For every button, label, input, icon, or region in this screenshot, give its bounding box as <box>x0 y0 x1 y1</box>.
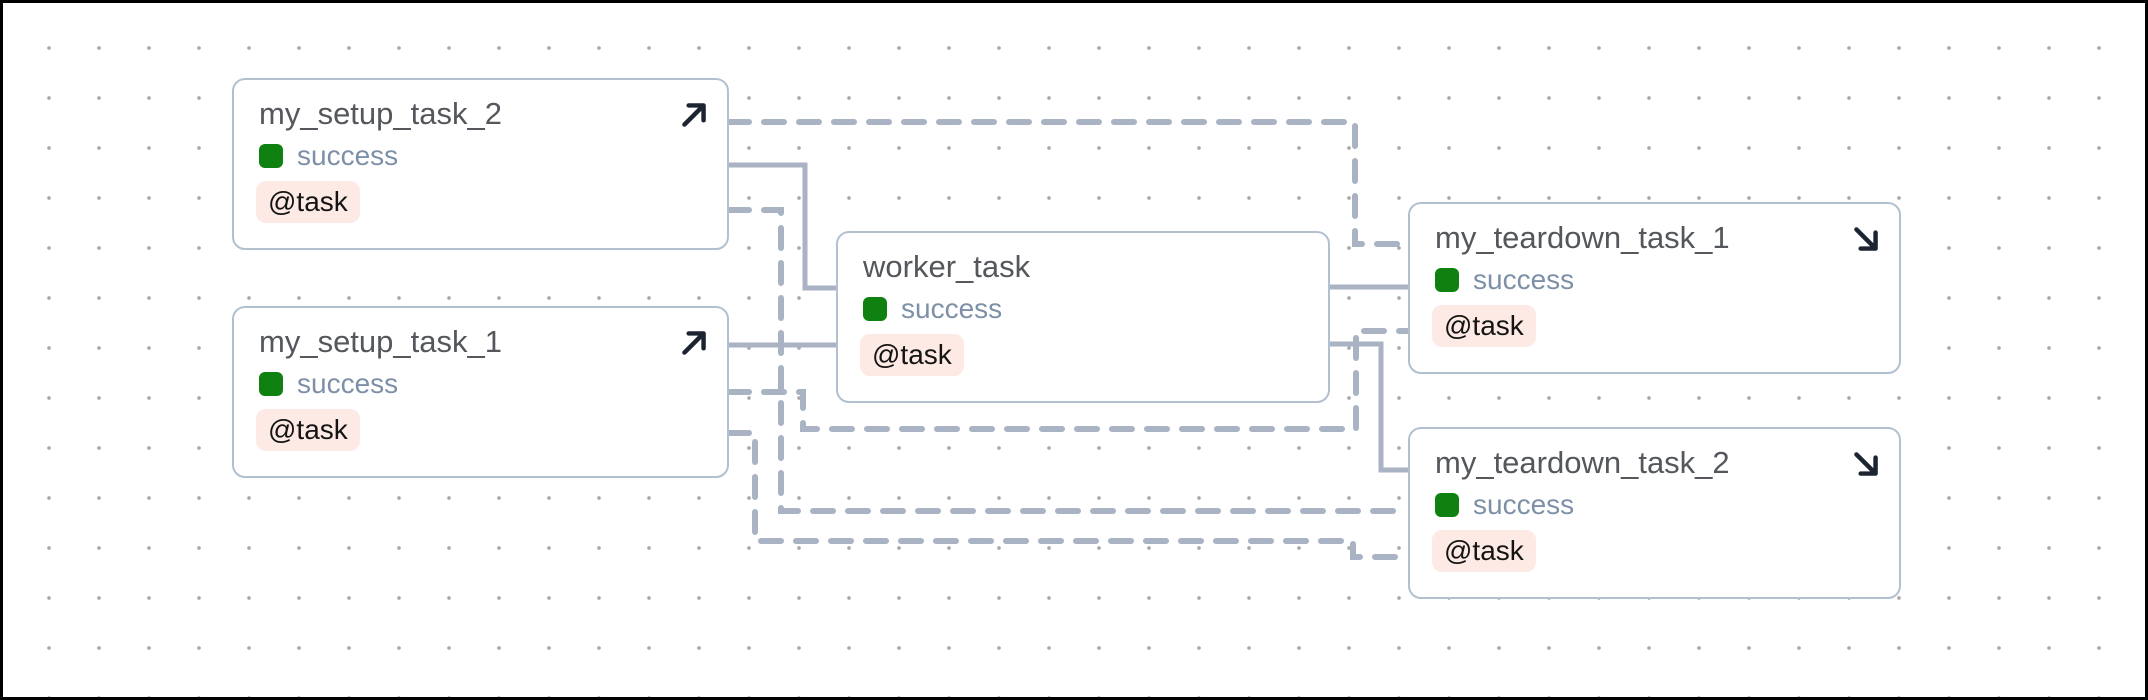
arrow-down-right-icon <box>1854 452 1878 476</box>
status-label: success <box>901 293 1003 324</box>
task-node-my-setup-task-1[interactable]: my_setup_task_1 success @task <box>232 306 729 478</box>
status-color-square <box>259 144 283 168</box>
edge-my_setup_task_1-to-my_teardown_task_2 <box>726 430 1411 560</box>
edge-my_setup_task_1-to-my_teardown_task_1 <box>726 328 1411 432</box>
task-decorator-badge: @task <box>1432 530 1536 572</box>
task-decorator-badge: @task <box>256 409 360 451</box>
arrow-up-right-icon <box>682 331 706 355</box>
status-label: success <box>297 368 399 399</box>
edge-my_setup_task_2-to-worker_task <box>729 162 836 291</box>
status-color-square <box>863 297 887 321</box>
task-node-my-setup-task-2[interactable]: my_setup_task_2 success @task <box>232 78 729 250</box>
edge-my_setup_task_2-to-my_teardown_task_1 <box>726 119 1411 247</box>
status-color-square <box>259 372 283 396</box>
edge-worker_task-to-my_teardown_task_2 <box>1330 341 1408 473</box>
task-node-my-teardown-task-1[interactable]: my_teardown_task_1 success @task <box>1408 202 1901 374</box>
status-label: success <box>1473 264 1575 295</box>
task-name: my_teardown_task_2 <box>1435 445 1730 480</box>
task-node-worker-task[interactable]: worker_task success @task <box>836 231 1330 403</box>
edge-my_setup_task_2-to-my_teardown_task_2 <box>726 207 1411 514</box>
task-decorator-badge: @task <box>860 334 964 376</box>
task-name: worker_task <box>863 249 1031 284</box>
status-label: success <box>1473 489 1575 520</box>
task-name: my_setup_task_1 <box>259 324 502 359</box>
status-label: success <box>297 140 399 171</box>
task-node-my-teardown-task-2[interactable]: my_teardown_task_2 success @task <box>1408 427 1901 599</box>
task-name: my_setup_task_2 <box>259 96 502 131</box>
task-decorator-badge: @task <box>1432 305 1536 347</box>
status-color-square <box>1435 493 1459 517</box>
task-name: my_teardown_task_1 <box>1435 220 1730 255</box>
arrow-up-right-icon <box>682 103 706 127</box>
arrow-down-right-icon <box>1854 227 1878 251</box>
status-color-square <box>1435 268 1459 292</box>
task-decorator-badge: @task <box>256 181 360 223</box>
